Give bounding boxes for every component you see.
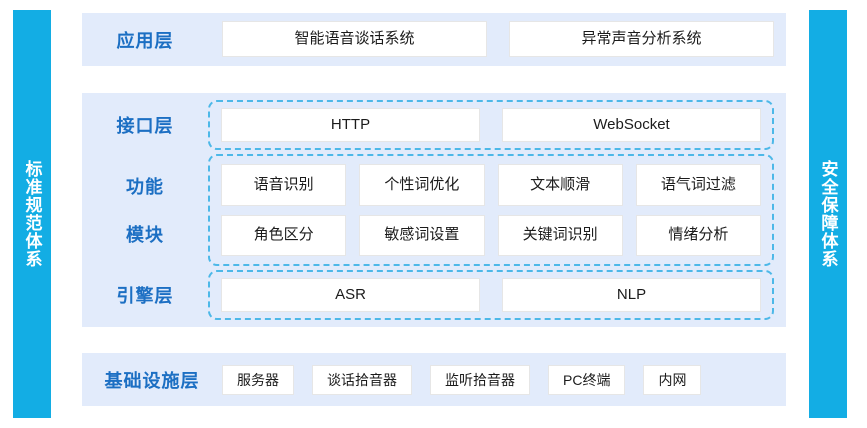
node-application-2[interactable]: 异常声音分析系统 xyxy=(509,21,774,57)
node-engine-asr[interactable]: ASR xyxy=(221,278,480,312)
node-function-5[interactable]: 角色区分 xyxy=(221,214,347,256)
function-module-label-line2: 模块 xyxy=(126,225,164,245)
function-module-group: 语音识别 个性词优化 文本顺滑 语气词过滤 角色区分 敏感词设置 关键词识别 情… xyxy=(208,154,774,266)
node-infra-3[interactable]: 监听拾音器 xyxy=(430,365,530,395)
node-infra-1[interactable]: 服务器 xyxy=(222,365,294,395)
function-module-layer-label: 功能 模块 xyxy=(82,154,208,266)
left-sidebar-label: 标准规范体系 xyxy=(22,160,42,268)
node-function-6[interactable]: 敏感词设置 xyxy=(359,214,485,256)
engine-layer-group: ASR NLP xyxy=(208,270,774,320)
node-function-8[interactable]: 情绪分析 xyxy=(635,214,761,256)
interface-layer-group: HTTP WebSocket xyxy=(208,100,774,150)
node-function-4[interactable]: 语气词过滤 xyxy=(635,164,761,206)
node-engine-nlp[interactable]: NLP xyxy=(502,278,761,312)
node-infra-2[interactable]: 谈话拾音器 xyxy=(312,365,412,395)
engine-layer-label: 引擎层 xyxy=(116,286,174,306)
interface-layer-label: 接口层 xyxy=(116,116,174,136)
node-function-7[interactable]: 关键词识别 xyxy=(497,214,623,256)
node-application-1[interactable]: 智能语音谈话系统 xyxy=(222,21,487,57)
node-interface-websocket[interactable]: WebSocket xyxy=(502,108,761,142)
infrastructure-layer-label: 基础设施层 xyxy=(104,370,200,391)
node-function-3[interactable]: 文本顺滑 xyxy=(497,164,623,206)
function-module-label-line1: 功能 xyxy=(126,177,164,197)
node-interface-http[interactable]: HTTP xyxy=(221,108,480,142)
node-function-2[interactable]: 个性词优化 xyxy=(359,164,485,206)
node-infra-5[interactable]: 内网 xyxy=(643,365,702,395)
right-sidebar-security: 安全保障体系 xyxy=(809,10,847,418)
node-function-1[interactable]: 语音识别 xyxy=(221,164,347,206)
application-layer-nodes: 智能语音谈话系统 异常声音分析系统 xyxy=(222,21,774,57)
right-sidebar-label: 安全保障体系 xyxy=(818,160,838,268)
application-layer-label: 应用层 xyxy=(116,30,174,51)
node-infra-4[interactable]: PC终端 xyxy=(548,365,626,395)
left-sidebar-standards: 标准规范体系 xyxy=(13,10,51,418)
infrastructure-layer-nodes: 服务器 谈话拾音器 监听拾音器 PC终端 内网 xyxy=(222,365,774,395)
